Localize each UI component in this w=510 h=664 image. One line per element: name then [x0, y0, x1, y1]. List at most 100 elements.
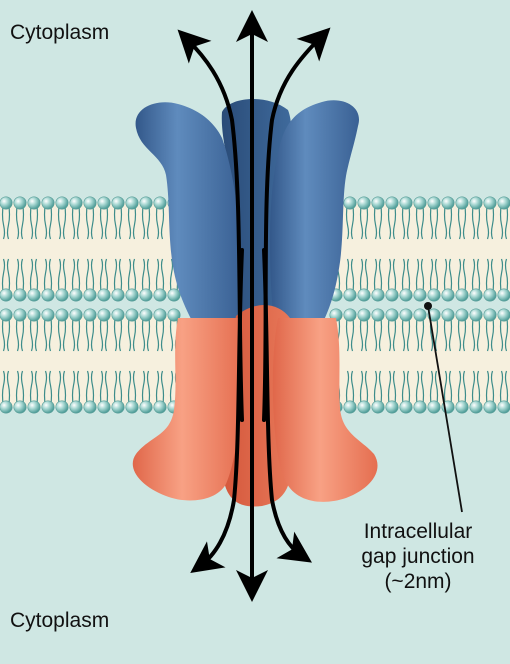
phospholipid-icon	[125, 400, 139, 414]
phospholipid-icon	[455, 288, 469, 302]
membrane-core	[330, 203, 510, 295]
phospholipid-icon	[343, 288, 357, 302]
phospholipid-icon	[139, 288, 153, 302]
phospholipid-icon	[413, 196, 427, 210]
phospholipid-icon	[399, 308, 413, 322]
phospholipid-icon	[41, 308, 55, 322]
phospholipid-icon	[83, 400, 97, 414]
phospholipid-icon	[357, 196, 371, 210]
phospholipid-icon	[55, 196, 69, 210]
phospholipid-icon	[455, 400, 469, 414]
membrane-core	[330, 315, 510, 407]
phospholipid-icon	[441, 196, 455, 210]
gap-junction-label-line2: gap junction	[361, 545, 475, 568]
phospholipid-icon	[469, 400, 483, 414]
phospholipid-icon	[13, 400, 27, 414]
lower-connexon-right-subunit	[272, 318, 378, 502]
phospholipid-icon	[125, 288, 139, 302]
phospholipid-icon	[55, 288, 69, 302]
phospholipid-icon	[27, 308, 41, 322]
phospholipid-icon	[399, 288, 413, 302]
gap-pointer	[424, 302, 463, 513]
membrane-core	[0, 203, 180, 295]
phospholipid-icon	[497, 196, 510, 210]
phospholipid-icon	[385, 288, 399, 302]
phospholipid-icon	[125, 196, 139, 210]
arrow-icon	[262, 248, 312, 563]
phospholipid-icon	[427, 288, 441, 302]
phospholipid-icon	[97, 196, 111, 210]
upper-connexon-left-subunit	[135, 102, 240, 332]
phospholipid-icon	[483, 308, 497, 322]
phospholipid-icon	[55, 400, 69, 414]
phospholipid-icon	[97, 400, 111, 414]
gap-junction-label: Intracellular gap junction (~2nm)	[328, 519, 508, 594]
phospholipid-icon	[413, 288, 427, 302]
phospholipid-icon	[385, 400, 399, 414]
phospholipid-icon	[371, 196, 385, 210]
phospholipid-icon	[469, 196, 483, 210]
phospholipid-icon	[111, 196, 125, 210]
arrow-icon	[190, 248, 244, 573]
phospholipid-icon	[41, 196, 55, 210]
cytoplasm-top-label: Cytoplasm	[10, 21, 110, 44]
phospholipid-icon	[83, 288, 97, 302]
membrane-core	[0, 315, 180, 407]
phospholipid-icon	[69, 308, 83, 322]
phospholipid-icon	[371, 288, 385, 302]
phospholipid-icon	[385, 196, 399, 210]
phospholipid-icon	[343, 308, 357, 322]
phospholipid-icon	[111, 400, 125, 414]
upper-connexon-right-subunit	[270, 100, 360, 332]
phospholipid-icon	[413, 308, 427, 322]
phospholipid-icon	[357, 288, 371, 302]
phospholipid-icon	[97, 288, 111, 302]
phospholipid-icon	[125, 308, 139, 322]
phospholipid-icon	[385, 308, 399, 322]
phospholipid-icon	[413, 400, 427, 414]
phospholipid-icon	[27, 400, 41, 414]
phospholipid-icon	[0, 196, 13, 210]
gap-junction-label-line1: Intracellular	[363, 520, 473, 543]
phospholipid-icon	[469, 288, 483, 302]
phospholipid-icon	[139, 308, 153, 322]
phospholipid-icon	[97, 308, 111, 322]
phospholipid-icon	[83, 308, 97, 322]
phospholipid-icon	[111, 308, 125, 322]
phospholipid-icon	[399, 400, 413, 414]
phospholipid-icon	[13, 196, 27, 210]
phospholipid-icon	[399, 196, 413, 210]
phospholipid-icon	[13, 288, 27, 302]
phospholipid-icon	[357, 400, 371, 414]
phospholipid-icon	[153, 400, 167, 414]
phospholipid-icon	[69, 288, 83, 302]
phospholipid-icon	[357, 308, 371, 322]
phospholipid-icon	[497, 288, 510, 302]
phospholipid-icon	[483, 288, 497, 302]
phospholipid-icon	[469, 308, 483, 322]
gap-junction-label-line3: (~2nm)	[384, 570, 452, 593]
phospholipid-icon	[167, 288, 181, 302]
phospholipid-icon	[371, 400, 385, 414]
phospholipid-icon	[83, 196, 97, 210]
phospholipid-icon	[139, 400, 153, 414]
phospholipid-icon	[167, 308, 181, 322]
phospholipid-icon	[441, 288, 455, 302]
phospholipid-icon	[427, 196, 441, 210]
phospholipid-icon	[483, 400, 497, 414]
upper-connexon	[135, 98, 360, 332]
phospholipid-icon	[111, 288, 125, 302]
phospholipid-icon	[153, 196, 167, 210]
cytoplasm-bottom-label: Cytoplasm	[10, 609, 110, 632]
phospholipid-icon	[153, 288, 167, 302]
phospholipid-icon	[455, 308, 469, 322]
phospholipid-icon	[27, 196, 41, 210]
flow-arrows	[177, 10, 331, 602]
lower-connexon-left-subunit	[132, 318, 243, 501]
phospholipid-icon	[55, 308, 69, 322]
phospholipid-icon	[441, 308, 455, 322]
phospholipid-icon	[13, 308, 27, 322]
phospholipid-icon	[139, 196, 153, 210]
